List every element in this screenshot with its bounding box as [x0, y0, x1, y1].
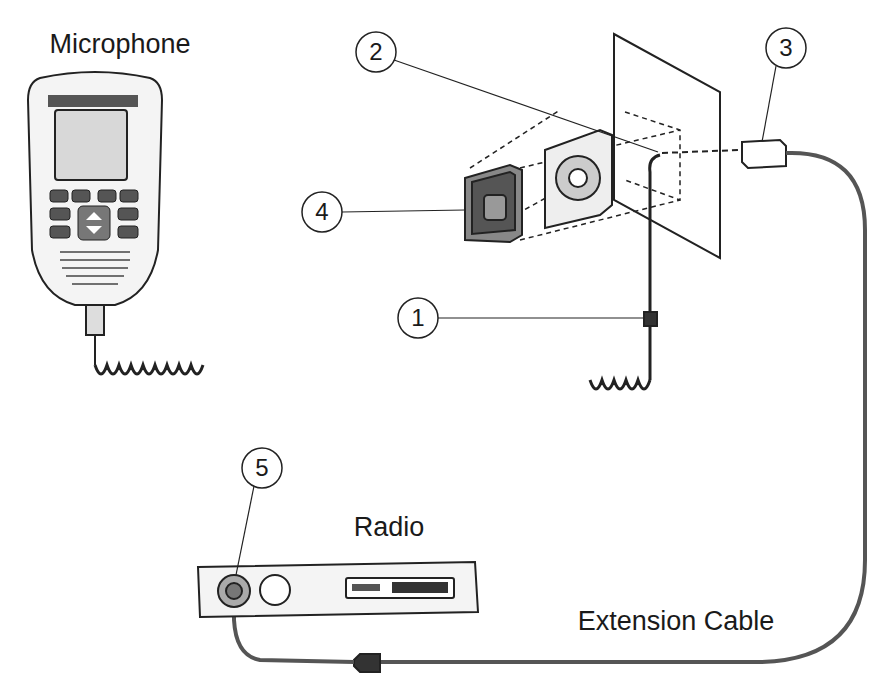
leader-lines	[236, 60, 776, 575]
callout-number: 1	[411, 306, 424, 330]
grommet	[644, 312, 657, 326]
rear-bracket	[545, 130, 612, 228]
callout-number: 3	[779, 36, 792, 60]
radio-illustration	[198, 562, 478, 617]
callout-number: 4	[315, 200, 328, 224]
mounting-panel	[614, 34, 720, 258]
callout-circles	[242, 28, 806, 488]
microphone-cable	[650, 155, 660, 312]
connector	[742, 140, 786, 168]
callout-number: 5	[255, 456, 268, 480]
microphone-illustration	[28, 72, 203, 395]
part-name: Microphone	[49, 31, 190, 58]
part-name: Radio	[354, 514, 425, 541]
part-name: Extension Cable	[578, 608, 775, 635]
front-bracket	[465, 165, 522, 242]
callout-number: 2	[369, 40, 382, 64]
